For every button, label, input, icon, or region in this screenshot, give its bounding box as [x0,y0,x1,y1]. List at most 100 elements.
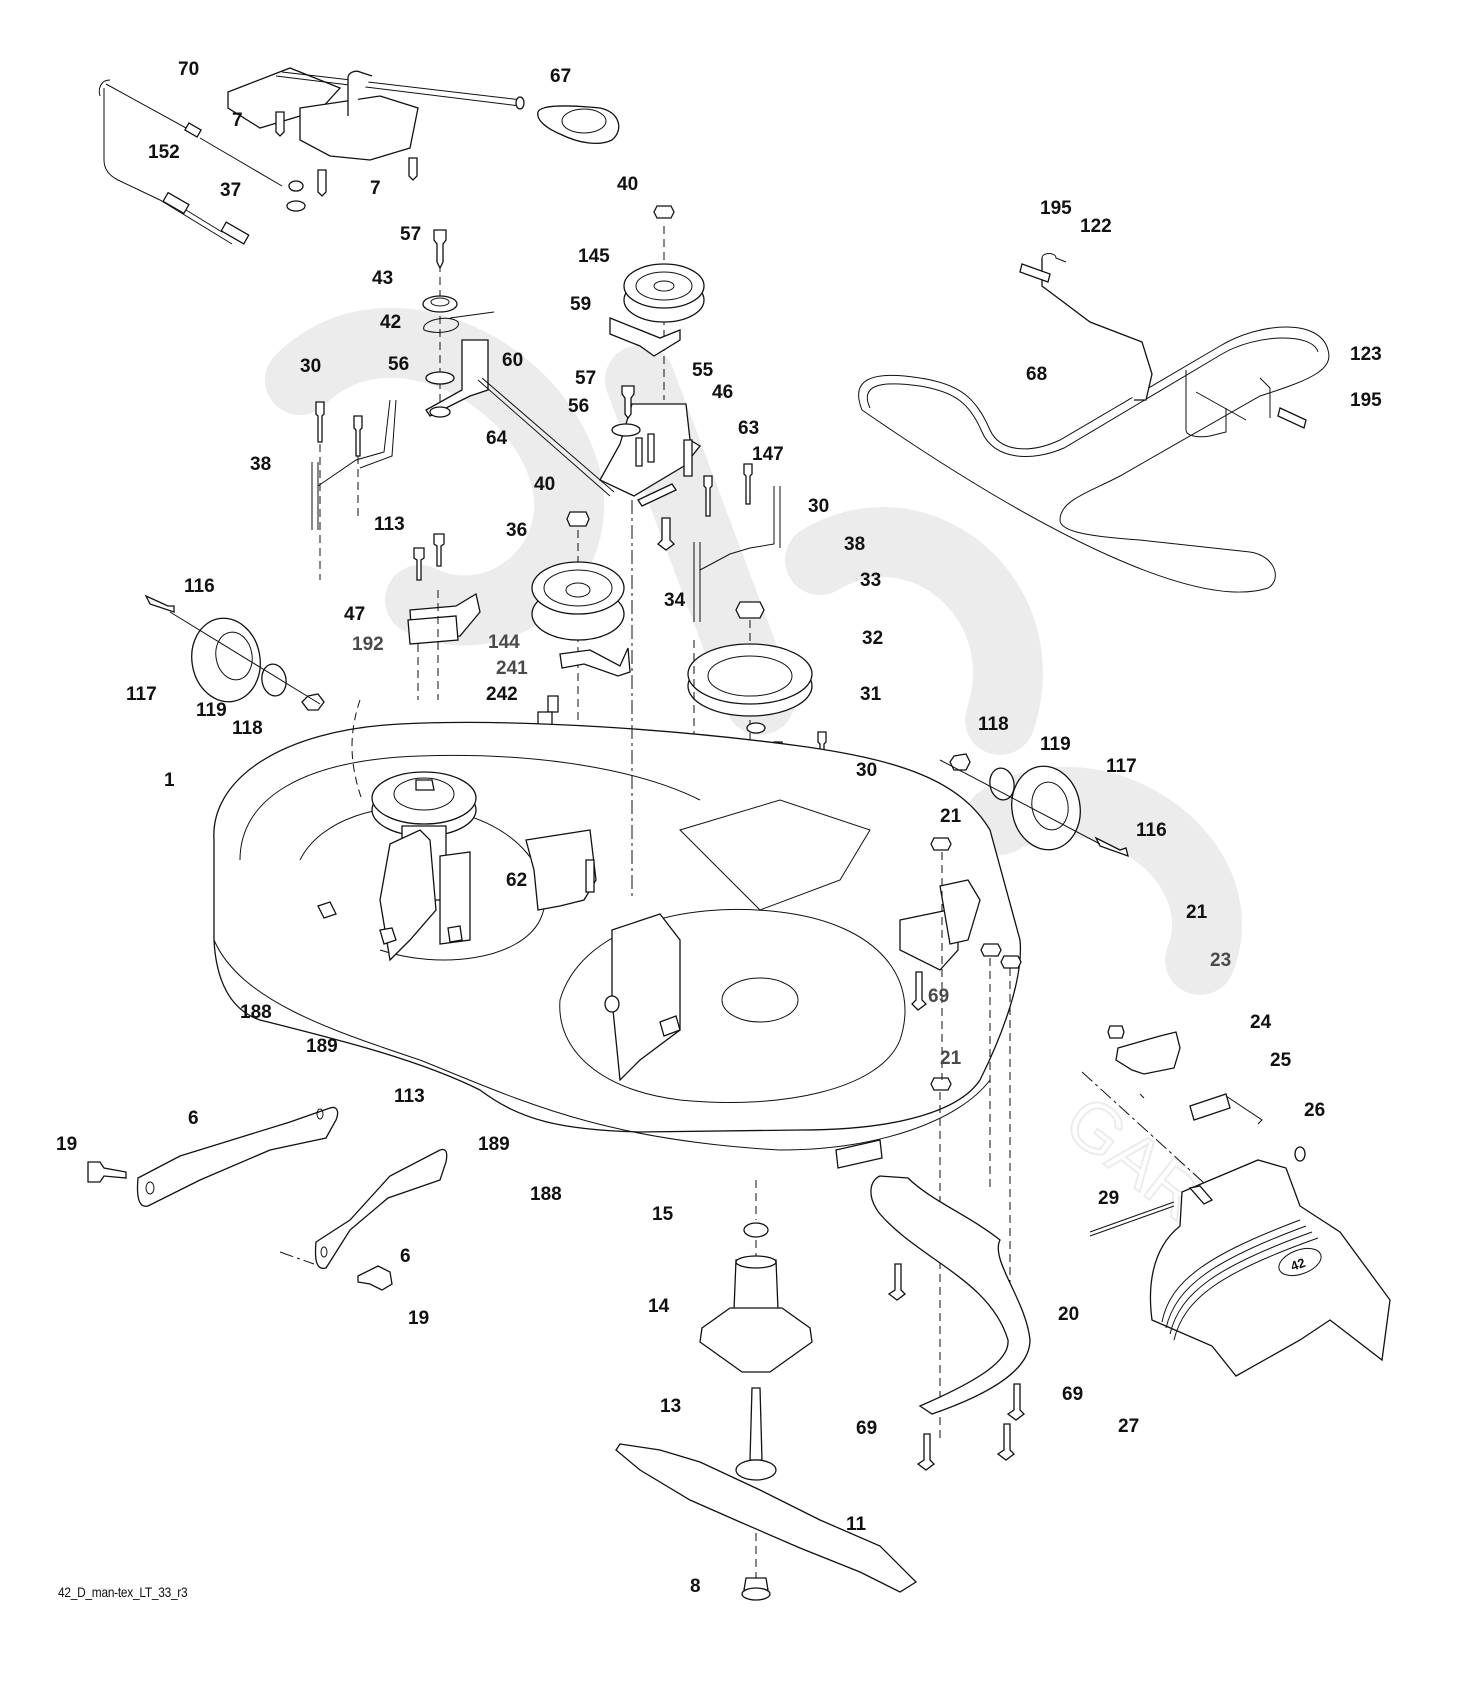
part-188-bolt-a [317,901,337,919]
callout-119: 119 [1040,734,1071,755]
part-7-screw-a [275,111,285,137]
callout-122: 122 [1080,216,1112,237]
wheel-axis-a [169,611,321,705]
callout-195: 195 [1350,390,1382,411]
part-67-knob [537,105,620,145]
callout-1: 1 [164,770,175,791]
callout-117: 117 [1106,756,1137,777]
part-15-bearing [743,1222,769,1238]
part-27-chute: 42 [1089,1159,1391,1377]
callout-21: 21 [940,806,962,827]
callout-118: 118 [232,718,263,739]
part-69-bolt-e [996,1423,1015,1461]
wheel-hub-b [1031,781,1069,831]
callout-47: 47 [344,604,365,625]
chute-rib [1173,1237,1319,1341]
callout-38: 38 [250,454,271,475]
lever-rod-end [515,96,525,110]
part-33-nut [735,601,765,619]
callout-30: 30 [808,496,829,517]
callout-152: 152 [148,142,180,163]
part-38-guide-rod-b [693,486,781,622]
callout-192: 192 [352,634,384,655]
wheel-hub-a [215,631,253,681]
part-70-plate [299,95,419,161]
gauge-wheel-right [939,753,1129,858]
part-69-bolt-d [1006,1383,1025,1421]
callout-195: 195 [1040,198,1072,219]
part-13-shaft-collar [735,1459,777,1481]
callout-57: 57 [575,368,596,389]
callout-118: 118 [978,714,1009,735]
part-34-bolt [657,517,675,551]
part-23-bracket [1115,1031,1181,1075]
callout-70: 70 [178,59,199,80]
callout-242: 242 [486,684,518,705]
blade-bolt-washer [741,1587,771,1601]
part-1-deck-housing [213,721,1022,1169]
part-6-bracket-b [314,1148,448,1270]
gauge-wheel-left [144,594,325,711]
callout-25: 25 [1270,1050,1292,1071]
idler-arm-assembly [422,205,705,507]
callout-147: 147 [752,444,784,465]
callout-37: 37 [220,180,241,201]
part-147-spring [637,483,677,507]
part-24-pin [1139,1093,1145,1099]
callout-56: 56 [388,354,409,375]
watermark-logo-stroke [265,308,605,646]
chute-rib [1165,1225,1307,1329]
callout-40: 40 [617,174,638,195]
callout-32: 32 [862,628,883,649]
callout-30: 30 [856,760,877,781]
callout-62: 62 [506,870,527,891]
belt-inner-edge [866,337,1319,457]
part-59-keeper [609,317,681,357]
callout-241: 241 [496,658,528,679]
callout-63: 63 [738,418,759,439]
callout-116: 116 [1136,820,1167,841]
spindle-blade-assembly [615,1180,918,1601]
deck-skirt [213,939,991,1151]
callout-188: 188 [240,1002,272,1023]
callout-55: 55 [692,360,714,381]
callout-188: 188 [530,1184,562,1205]
bracket-hole [429,406,451,418]
cable-wire-lower [185,209,223,233]
callout-68: 68 [1026,364,1047,385]
deck-right-plate [939,879,981,945]
part-56-washer-b [611,423,641,437]
chute-emblem [1278,1247,1322,1277]
callout-64: 64 [486,428,508,449]
part-32-pulley [687,643,813,705]
part-21-nut-b [980,943,1002,957]
part-144-keeper [559,647,631,677]
callout-8: 8 [690,1576,701,1597]
callout-40: 40 [534,474,555,495]
part-69-bolt-c [916,1433,935,1471]
knob-label-oval [561,108,607,134]
callout-60: 60 [502,350,523,371]
callout-113: 113 [394,1086,425,1107]
part-117-wheel-a [191,617,261,703]
deck-right-bowl [559,909,906,1103]
callout-21: 21 [940,1048,962,1069]
callout-189: 189 [306,1036,338,1057]
pulley-center [707,655,793,697]
part-8-blade-bolt [743,1577,769,1591]
chute-body [1149,1159,1391,1377]
callout-123: 123 [1350,344,1382,365]
callout-15: 15 [652,1204,674,1225]
guide-122-top [1041,253,1067,263]
part-21-nut-c [1000,955,1022,969]
part-195-screw-b [1277,407,1307,429]
part-21-nut-a [930,837,952,851]
part-30-bolt-c [703,475,713,517]
part-60-bracket [425,339,489,417]
part-113-screw-c [447,925,463,943]
part-46-bolts [635,433,655,467]
part-57-screw-b [621,385,635,420]
left-deck-bracket [379,829,437,962]
belt-guide-left [311,399,397,580]
